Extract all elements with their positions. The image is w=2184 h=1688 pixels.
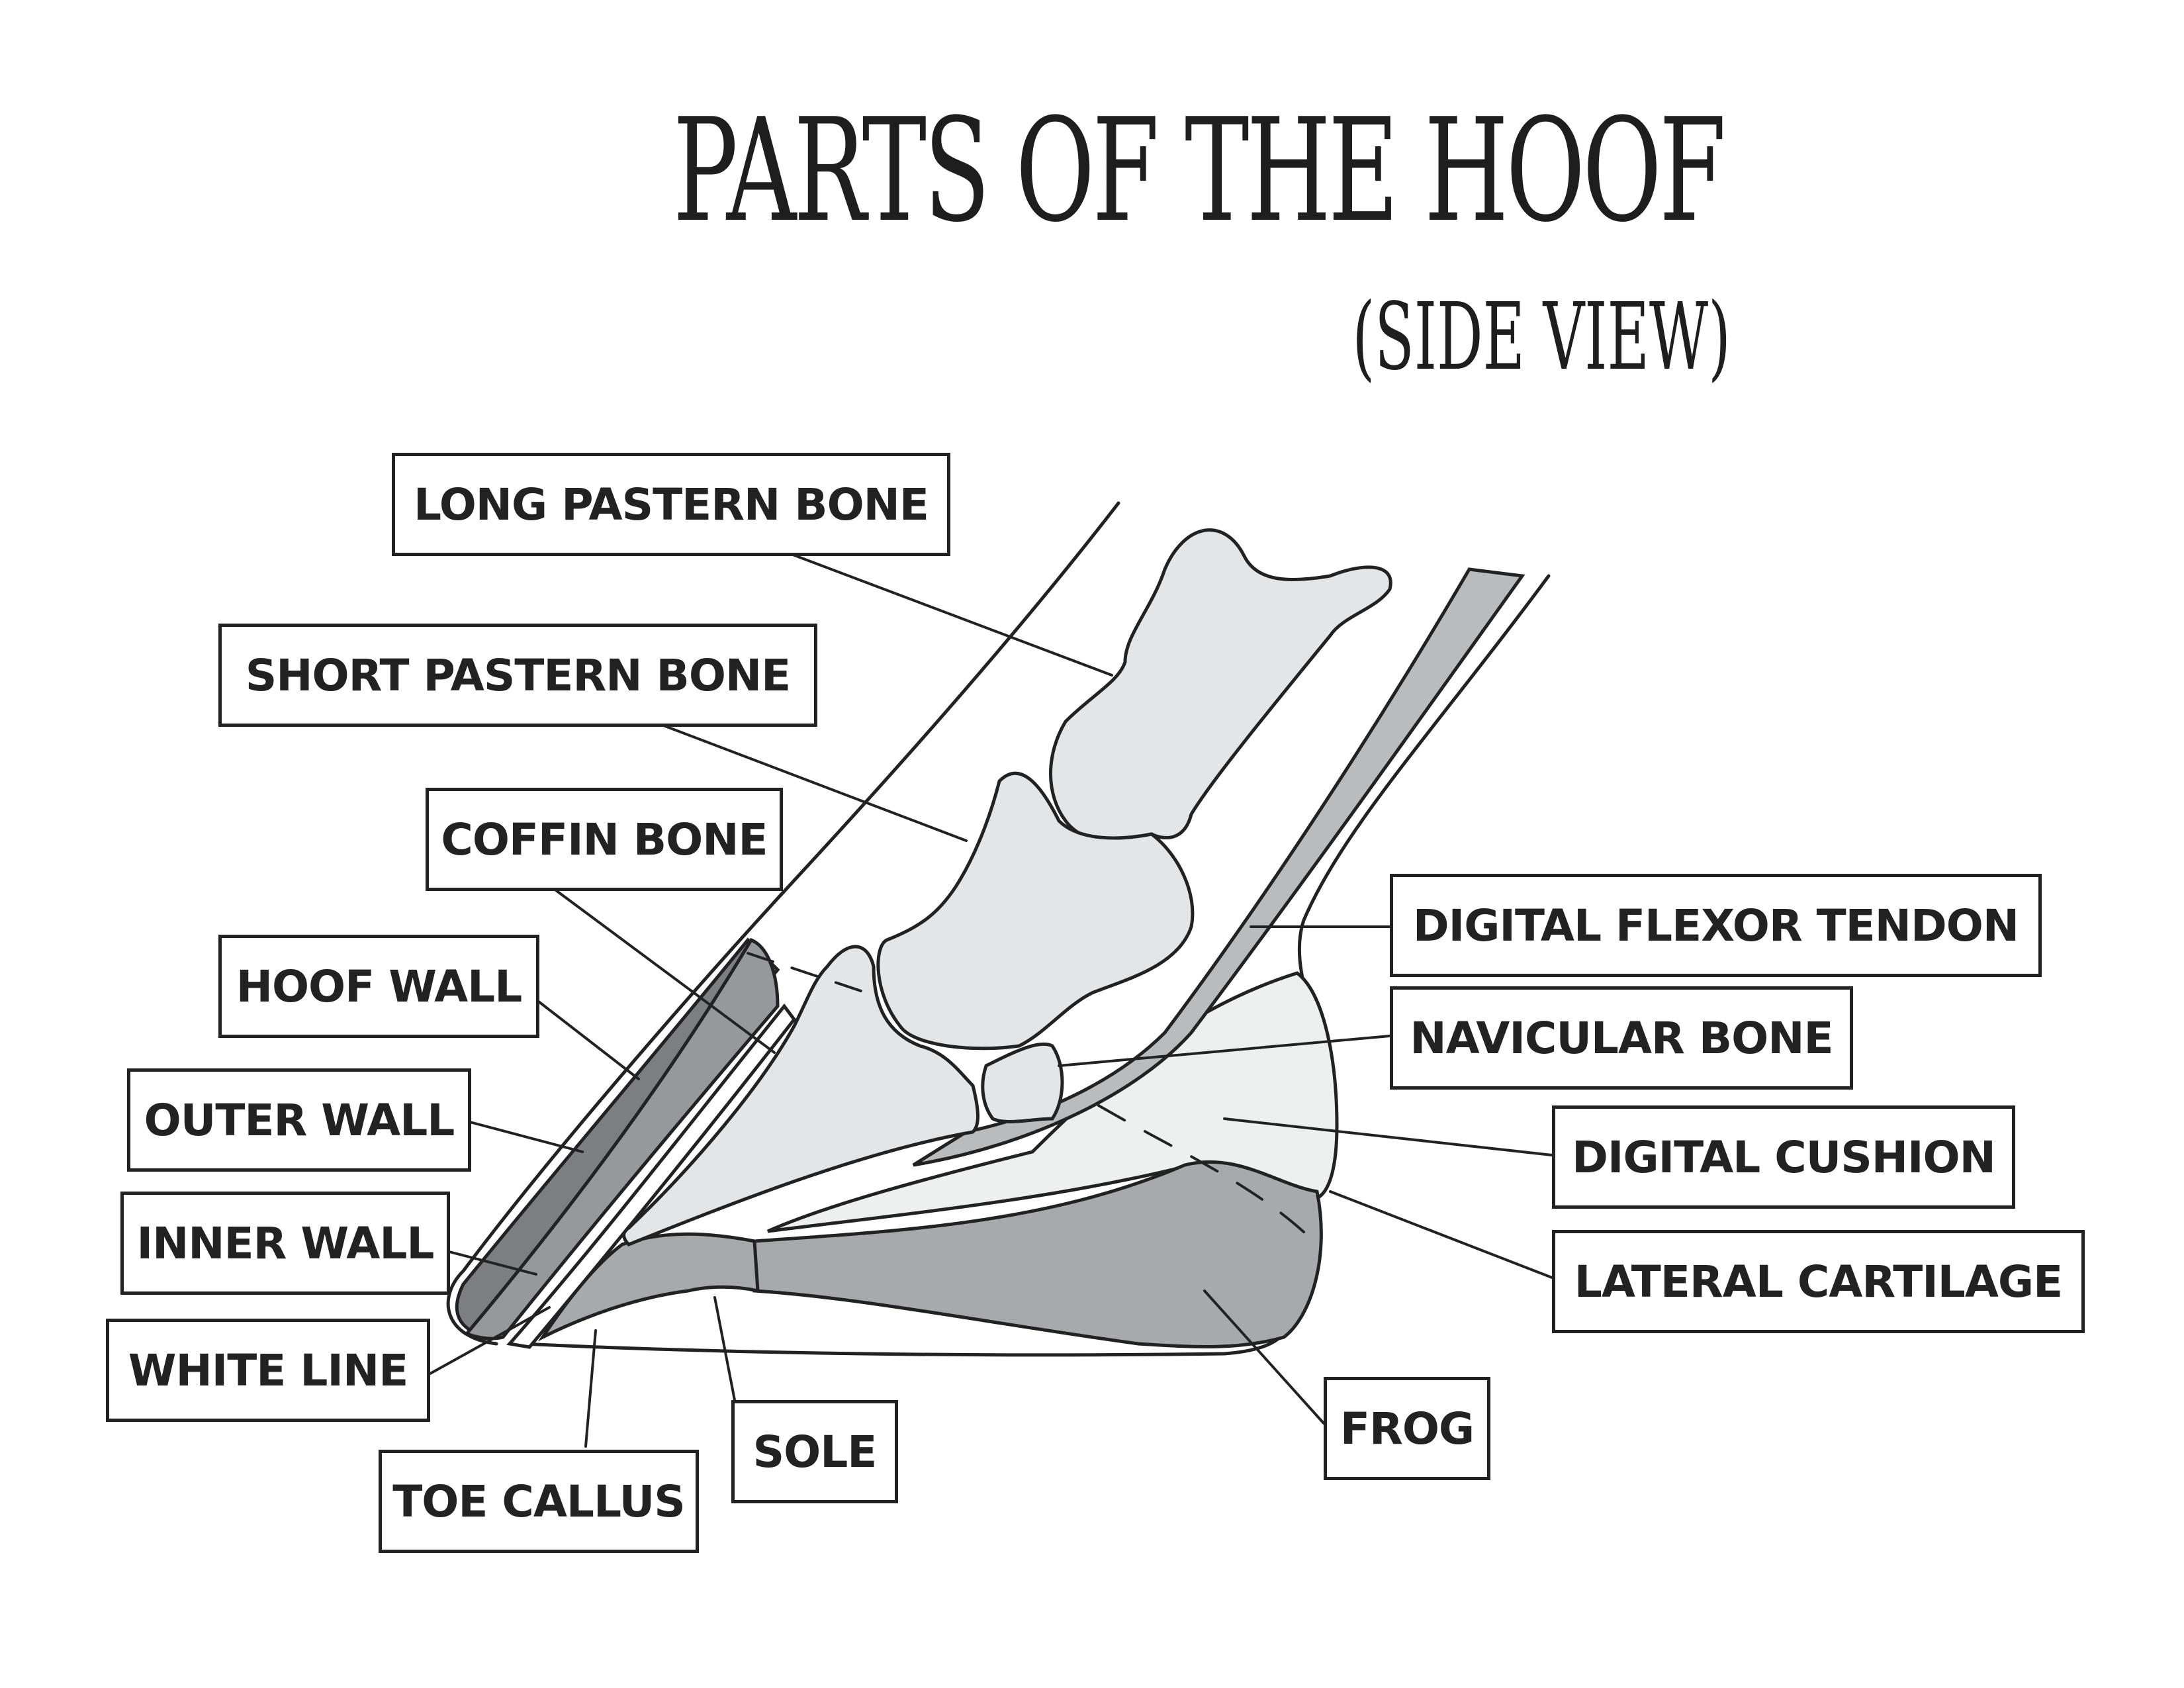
leader-white-line <box>429 1306 551 1375</box>
leader-long-pastern-bone <box>786 551 1113 677</box>
label-lateral-cartilage: LATERAL CARTILAGE <box>1552 1230 2085 1333</box>
label-long-pastern-bone: LONG PASTERN BONE <box>392 453 950 556</box>
leader-toe-callus <box>584 1329 597 1448</box>
inner-wall-shape <box>463 937 780 1340</box>
label-coffin-bone: COFFIN BONE <box>426 788 783 891</box>
label-toe-callus: TOE CALLUS <box>379 1450 699 1553</box>
page-subtitle: (SIDE VIEW) <box>1352 283 1731 391</box>
label-hoof-wall: HOOF WALL <box>218 935 539 1038</box>
frog-dashed-line <box>1097 1104 1318 1246</box>
ground-sole-line <box>521 1309 1296 1357</box>
label-short-pastern-bone: SHORT PASTERN BONE <box>218 624 817 727</box>
leader-digital-cushion <box>1223 1117 1553 1156</box>
coffin-bone-shape <box>622 945 979 1246</box>
leader-short-pastern-bone <box>660 724 968 842</box>
label-sole: SOLE <box>731 1400 898 1503</box>
label-inner-wall: INNER WALL <box>120 1192 450 1295</box>
leader-inner-wall <box>445 1250 537 1276</box>
leader-lateral-cartilage <box>1329 1190 1553 1279</box>
white-line-shape <box>506 1003 797 1349</box>
navicular-bone-shape <box>981 1042 1064 1123</box>
leader-hoof-wall <box>535 998 640 1080</box>
label-digital-flexor-tendon: DIGITAL FLEXOR TENDON <box>1390 874 2042 977</box>
label-white-line: WHITE LINE <box>106 1319 430 1422</box>
coronary-dashed-line <box>747 952 868 994</box>
leader-outer-wall <box>469 1121 584 1153</box>
label-digital-cushion: DIGITAL CUSHION <box>1552 1105 2015 1209</box>
label-outer-wall: OUTER WALL <box>127 1068 471 1172</box>
leader-coffin-bone <box>555 889 776 1054</box>
leader-sole <box>713 1296 736 1401</box>
leader-frog <box>1203 1289 1325 1425</box>
leader-navicular-bone <box>1058 1035 1391 1067</box>
frog-shape <box>752 1160 1323 1348</box>
page-title: PARTS OF THE HOOF <box>672 87 1727 254</box>
label-frog: FROG <box>1324 1377 1490 1480</box>
label-navicular-bone: NAVICULAR BONE <box>1390 986 1853 1090</box>
long-pastern-bone-shape <box>1049 528 1392 842</box>
leg-outline-front <box>446 501 1120 1346</box>
short-pastern-bone-shape <box>876 771 1195 1051</box>
flexor-tendon-shape <box>912 567 1525 1167</box>
